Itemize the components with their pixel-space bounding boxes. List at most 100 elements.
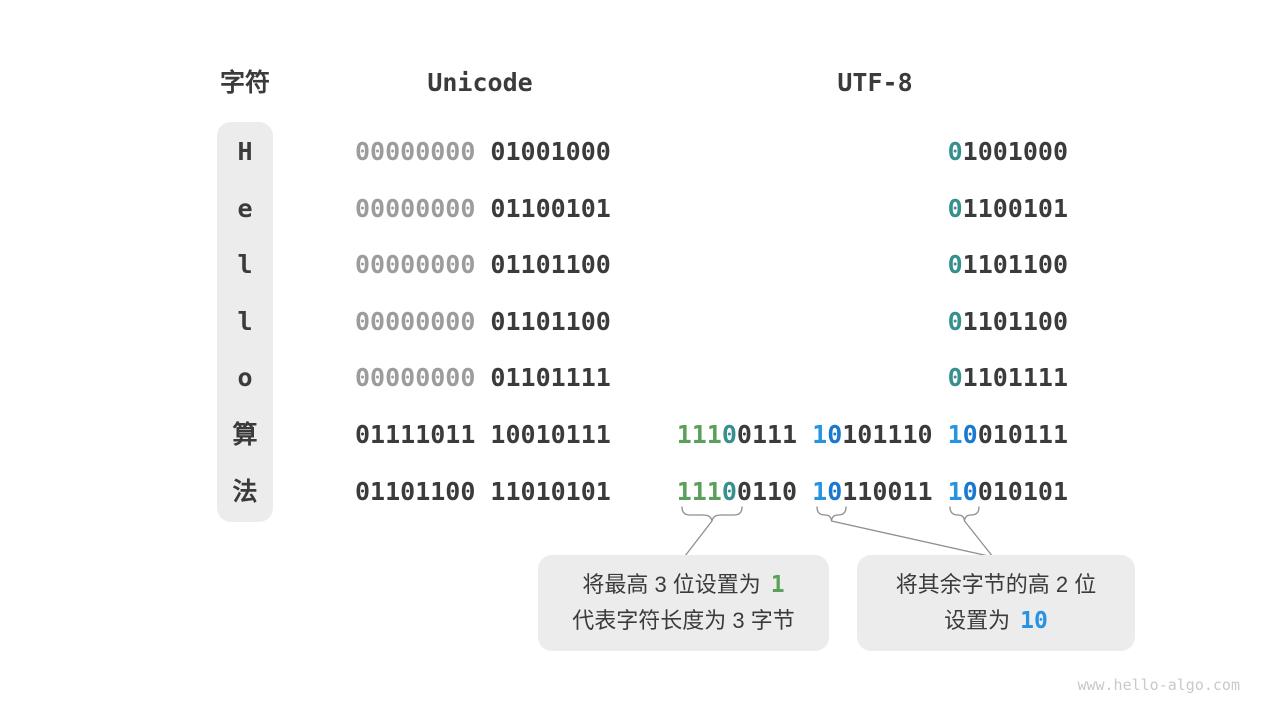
unicode-value: 01111011 10010111	[355, 420, 611, 450]
utf8-payload-bits: 1100101	[962, 194, 1068, 223]
column-header-utf8: UTF-8	[837, 68, 913, 97]
char-label: 法	[232, 477, 258, 506]
unicode-value: 00000000 01101100	[355, 307, 611, 337]
unicode-high-byte: 00000000	[355, 137, 476, 166]
callout-line: 将其余字节的高 2 位	[895, 572, 1097, 597]
utf8-value: 01001000	[948, 137, 1068, 167]
unicode-high-byte: 01101100	[355, 477, 476, 506]
highlight-value-1: 1	[770, 572, 785, 598]
callout-continuation-rule: 将其余字节的高 2 位 设置为 10	[857, 555, 1135, 651]
utf8-prefix-bit: 0	[947, 137, 963, 166]
char-label: l	[237, 307, 253, 336]
utf8-payload-bits: 1101111	[962, 363, 1068, 392]
utf8-value: 01100101	[948, 194, 1068, 224]
utf8-prefix-bit: 0	[947, 363, 963, 392]
utf8-continuation-byte: 10010101	[948, 477, 1068, 506]
unicode-low-byte: 01101100	[490, 250, 611, 279]
utf8-value: 01101111	[948, 363, 1068, 393]
callout-line: 设置为 10	[857, 603, 1135, 639]
callout-text: 设置为	[944, 608, 1011, 633]
unicode-value: 01101100 11010101	[355, 477, 611, 507]
payload-bits: 110011	[842, 477, 933, 506]
continuation-zero-bit: 0	[962, 420, 978, 449]
lead-zero-bit: 0	[721, 420, 737, 449]
utf8-payload-bits: 1101100	[962, 307, 1068, 336]
unicode-low-byte: 01100101	[490, 194, 611, 223]
char-label: l	[237, 250, 253, 279]
unicode-value: 00000000 01101111	[355, 363, 611, 393]
continuation-one-bit: 1	[947, 477, 963, 506]
utf8-continuation-byte: 10101110	[812, 420, 932, 449]
utf8-byte: 01101111	[948, 363, 1068, 392]
unicode-high-byte: 00000000	[355, 194, 476, 223]
unicode-high-byte: 00000000	[355, 250, 476, 279]
unicode-low-byte: 01101111	[490, 363, 611, 392]
char-label: e	[237, 194, 253, 223]
utf8-prefix-bit: 0	[947, 194, 963, 223]
lead-bits: 111	[676, 477, 722, 506]
utf8-byte: 01101100	[948, 250, 1068, 279]
continuation-zero-bit: 0	[962, 477, 978, 506]
utf8-byte: 01101100	[948, 307, 1068, 336]
unicode-value: 00000000 01100101	[355, 194, 611, 224]
leader-line-continuation-2	[963, 520, 994, 558]
payload-bits: 101110	[842, 420, 933, 449]
char-label: 算	[232, 420, 258, 449]
utf8-payload-bits: 1001000	[962, 137, 1068, 166]
highlight-value-10: 10	[1020, 608, 1048, 634]
lead-zero-bit: 0	[721, 477, 737, 506]
utf8-lead-byte: 11100110	[677, 477, 797, 506]
unicode-high-byte: 01111011	[355, 420, 476, 449]
utf8-lead-byte: 11100111	[677, 420, 797, 449]
lead-bits: 111	[676, 420, 722, 449]
continuation-one-bit: 1	[812, 420, 828, 449]
char-column-background	[217, 122, 273, 522]
continuation-zero-bit: 0	[827, 420, 843, 449]
payload-bits: 010101	[977, 477, 1068, 506]
char-label: o	[237, 363, 253, 392]
unicode-value: 00000000 01001000	[355, 137, 611, 167]
continuation-zero-bit: 0	[827, 477, 843, 506]
unicode-low-byte: 10010111	[490, 420, 611, 449]
payload-bits: 0110	[736, 477, 798, 506]
utf8-value: 01101100	[948, 307, 1068, 337]
utf8-continuation-byte: 10010111	[948, 420, 1068, 449]
char-label: H	[237, 137, 253, 166]
brace-continuation-1	[816, 506, 847, 522]
utf8-value: 01101100	[948, 250, 1068, 280]
continuation-one-bit: 1	[947, 420, 963, 449]
callout-line: 代表字符长度为 3 字节	[572, 608, 795, 633]
column-header-char: 字符	[219, 69, 270, 97]
unicode-high-byte: 00000000	[355, 363, 476, 392]
watermark: www.hello-algo.com	[1077, 676, 1240, 694]
unicode-low-byte: 11010101	[490, 477, 611, 506]
utf8-byte: 01001000	[948, 137, 1068, 166]
unicode-low-byte: 01001000	[490, 137, 611, 166]
utf8-prefix-bit: 0	[947, 307, 963, 336]
brace-continuation-2	[949, 506, 980, 522]
payload-bits: 0111	[736, 420, 798, 449]
unicode-low-byte: 01101100	[490, 307, 611, 336]
utf8-prefix-bit: 0	[947, 250, 963, 279]
unicode-high-byte: 00000000	[355, 307, 476, 336]
callout-line: 将最高 3 位设置为 1	[538, 567, 829, 603]
unicode-value: 00000000 01101100	[355, 250, 611, 280]
continuation-one-bit: 1	[812, 477, 828, 506]
brace-lead-bits	[681, 506, 743, 522]
leader-line-continuation-1	[830, 520, 994, 558]
utf8-continuation-byte: 10110011	[812, 477, 932, 506]
column-header-unicode: Unicode	[427, 68, 533, 97]
callout-text: 将最高 3 位设置为	[582, 572, 761, 597]
utf8-payload-bits: 1101100	[962, 250, 1068, 279]
utf8-byte: 01100101	[948, 194, 1068, 223]
